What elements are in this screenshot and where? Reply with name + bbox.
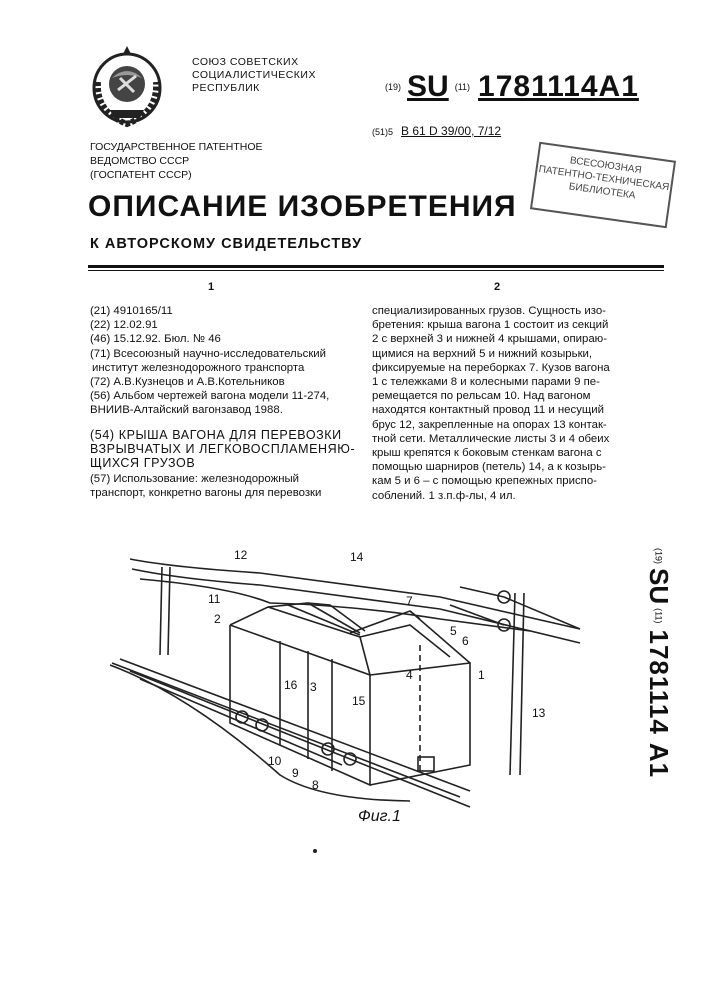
figure-label: 10 (268, 754, 282, 768)
essence-line: соблений. 1 з.п.ф-лы, 4 ил. (372, 489, 664, 503)
patent-kind: A1 (599, 70, 639, 103)
essence-line: брус 12, закрепленные на опорах 13 конта… (372, 418, 664, 432)
title-line: ЩИХСЯ ГРУЗОВ (90, 456, 352, 470)
union-line: РЕСПУБЛИК (192, 82, 316, 95)
right-pole (510, 593, 524, 775)
figure-label: 14 (350, 550, 364, 564)
figure-label: 12 (234, 548, 248, 562)
union-line: СОЦИАЛИСТИЧЕСКИХ (192, 69, 316, 82)
office-line: ВЕДОМСТВО СССР (90, 154, 263, 168)
ussr-emblem-icon (88, 42, 166, 128)
essence-line: щимися на верхний 5 и нижний козырьки, (372, 347, 664, 361)
country-code-label: (19) (654, 548, 664, 564)
office-line: ГОСУДАРСТВЕННОЕ ПАТЕНТНОЕ (90, 140, 263, 154)
divider (88, 270, 664, 271)
figure-caption: Фиг.1 (358, 808, 401, 826)
essence-line: находятся контактный провод 11 и несущий (372, 403, 664, 417)
figure-label: 6 (462, 634, 469, 648)
biblio-line: ВНИИВ-Алтайский вагонзавод 1988. (90, 403, 352, 417)
country-code-label: (19) (385, 82, 401, 92)
essence-line: ремещается по рельсам 10. Над вагоном (372, 389, 664, 403)
catenary-beam (130, 559, 580, 629)
figure-label: 4 (406, 668, 413, 682)
figure-label: 1 (478, 668, 485, 682)
invention-title: (54) КРЫША ВАГОНА ДЛЯ ПЕРЕВОЗКИ ВЗРЫВЧАТ… (90, 428, 352, 470)
bibliographic-data: (21) 4910165/11 (22) 12.02.91 (46) 15.12… (90, 304, 352, 418)
roof (230, 607, 370, 675)
library-stamp: ВСЕСОЮЗНАЯ ПАТЕНТНО-ТЕХНИЧЕСКАЯ БИБЛИОТЕ… (530, 142, 676, 229)
country-code: SU (407, 70, 449, 103)
figure-label: 13 (532, 706, 546, 720)
figure-label: 2 (214, 612, 221, 626)
biblio-line: (46) 15.12.92. Бюл. № 46 (90, 332, 352, 346)
patent-number: 1781114 (478, 70, 598, 103)
usage-line: (57) Использование: железнодорожный (90, 472, 352, 486)
catenary-beam (132, 569, 580, 643)
biblio-line: (72) А.В.Кузнецов и А.В.Котельников (90, 375, 352, 389)
essence-line: крыш крепятся к боковым стенкам вагона с (372, 446, 664, 460)
ipc-classification: (51)5 B 61 D 39/00, 7/12 (372, 124, 501, 138)
title-line: ВЗРЫВЧАТЫХ И ЛЕГКОВОСПЛАМЕНЯЮ- (90, 442, 352, 456)
office-line: (ГОСПАТЕНТ СССР) (90, 168, 263, 182)
essence-line: кам 5 и 6 – с помощью крепежных приспо- (372, 474, 664, 488)
figure-label: 16 (284, 678, 298, 692)
vertical-publication-number: (19) SU (11) 1781114A1 (646, 548, 674, 780)
essence-line: фиксируемые на переборках 7. Кузов вагон… (372, 361, 664, 375)
patent-number: 1781114 (644, 629, 674, 734)
essence-line: 2 с верхней 3 и нижней 4 крышами, опираю… (372, 332, 664, 346)
divider (88, 265, 664, 268)
essence-line: бретения: крыша вагона 1 состоит из секц… (372, 318, 664, 332)
figure-label: 5 (450, 624, 457, 638)
union-name: СОЮЗ СОВЕТСКИХ СОЦИАЛИСТИЧЕСКИХ РЕСПУБЛИ… (192, 56, 316, 95)
document-title: ОПИСАНИЕ ИЗОБРЕТЕНИЯ (88, 190, 517, 224)
column-number: 2 (494, 281, 500, 293)
essence-line: помощью шарниров (петель) 14, а к козырь… (372, 460, 664, 474)
biblio-line: (21) 4910165/11 (90, 304, 352, 318)
document-subtitle: К АВТОРСКОМУ СВИДЕТЕЛЬСТВУ (90, 236, 362, 252)
biblio-line: (22) 12.02.91 (90, 318, 352, 332)
essence-line: тной сети. Металлические листы 3 и 4 обе… (372, 432, 664, 446)
number-code-label: (11) (654, 608, 664, 623)
speck (313, 849, 317, 853)
union-line: СОЮЗ СОВЕТСКИХ (192, 56, 316, 69)
abstract-essence: специализированных грузов. Сущность изо-… (372, 304, 664, 503)
figure-label: 3 (310, 680, 317, 694)
publication-number: (19) SU (11) 1781114A1 (385, 70, 639, 104)
figure-label: 8 (312, 778, 319, 792)
title-line: (54) КРЫША ВАГОНА ДЛЯ ПЕРЕВОЗКИ (90, 428, 352, 442)
biblio-line: (56) Альбом чертежей вагона модели 11-27… (90, 389, 352, 403)
figure-label: 7 (406, 594, 413, 608)
car-body (230, 625, 370, 785)
essence-line: специализированных грузов. Сущность изо- (372, 304, 664, 318)
number-code-label: (11) (455, 82, 470, 92)
patent-office: ГОСУДАРСТВЕННОЕ ПАТЕНТНОЕ ВЕДОМСТВО СССР… (90, 140, 263, 182)
rail (130, 671, 470, 807)
figure-label: 11 (208, 592, 221, 606)
abstract-usage: (57) Использование: железнодорожный тран… (90, 472, 352, 500)
column-number: 1 (208, 281, 214, 293)
ipc-value: B 61 D 39/00, 7/12 (401, 124, 501, 138)
figure-1-drawing: 12 14 11 2 7 5 6 16 3 4 15 1 13 10 9 8 (110, 545, 630, 835)
figure-label: 15 (352, 694, 366, 708)
essence-line: 1 с тележками 8 и колесными парами 9 пе- (372, 375, 664, 389)
figure-label: 9 (292, 766, 299, 780)
biblio-line: (71) Всесоюзный научно-исследовательский (90, 347, 352, 361)
patent-kind: A1 (644, 743, 674, 778)
ipc-code-label: (51)5 (372, 127, 393, 137)
country-code: SU (644, 568, 674, 604)
usage-line: транспорт, конкретно вагоны для перевозк… (90, 486, 352, 500)
biblio-line: институт железнодорожного транспорта (90, 361, 352, 375)
left-pole (160, 567, 170, 655)
